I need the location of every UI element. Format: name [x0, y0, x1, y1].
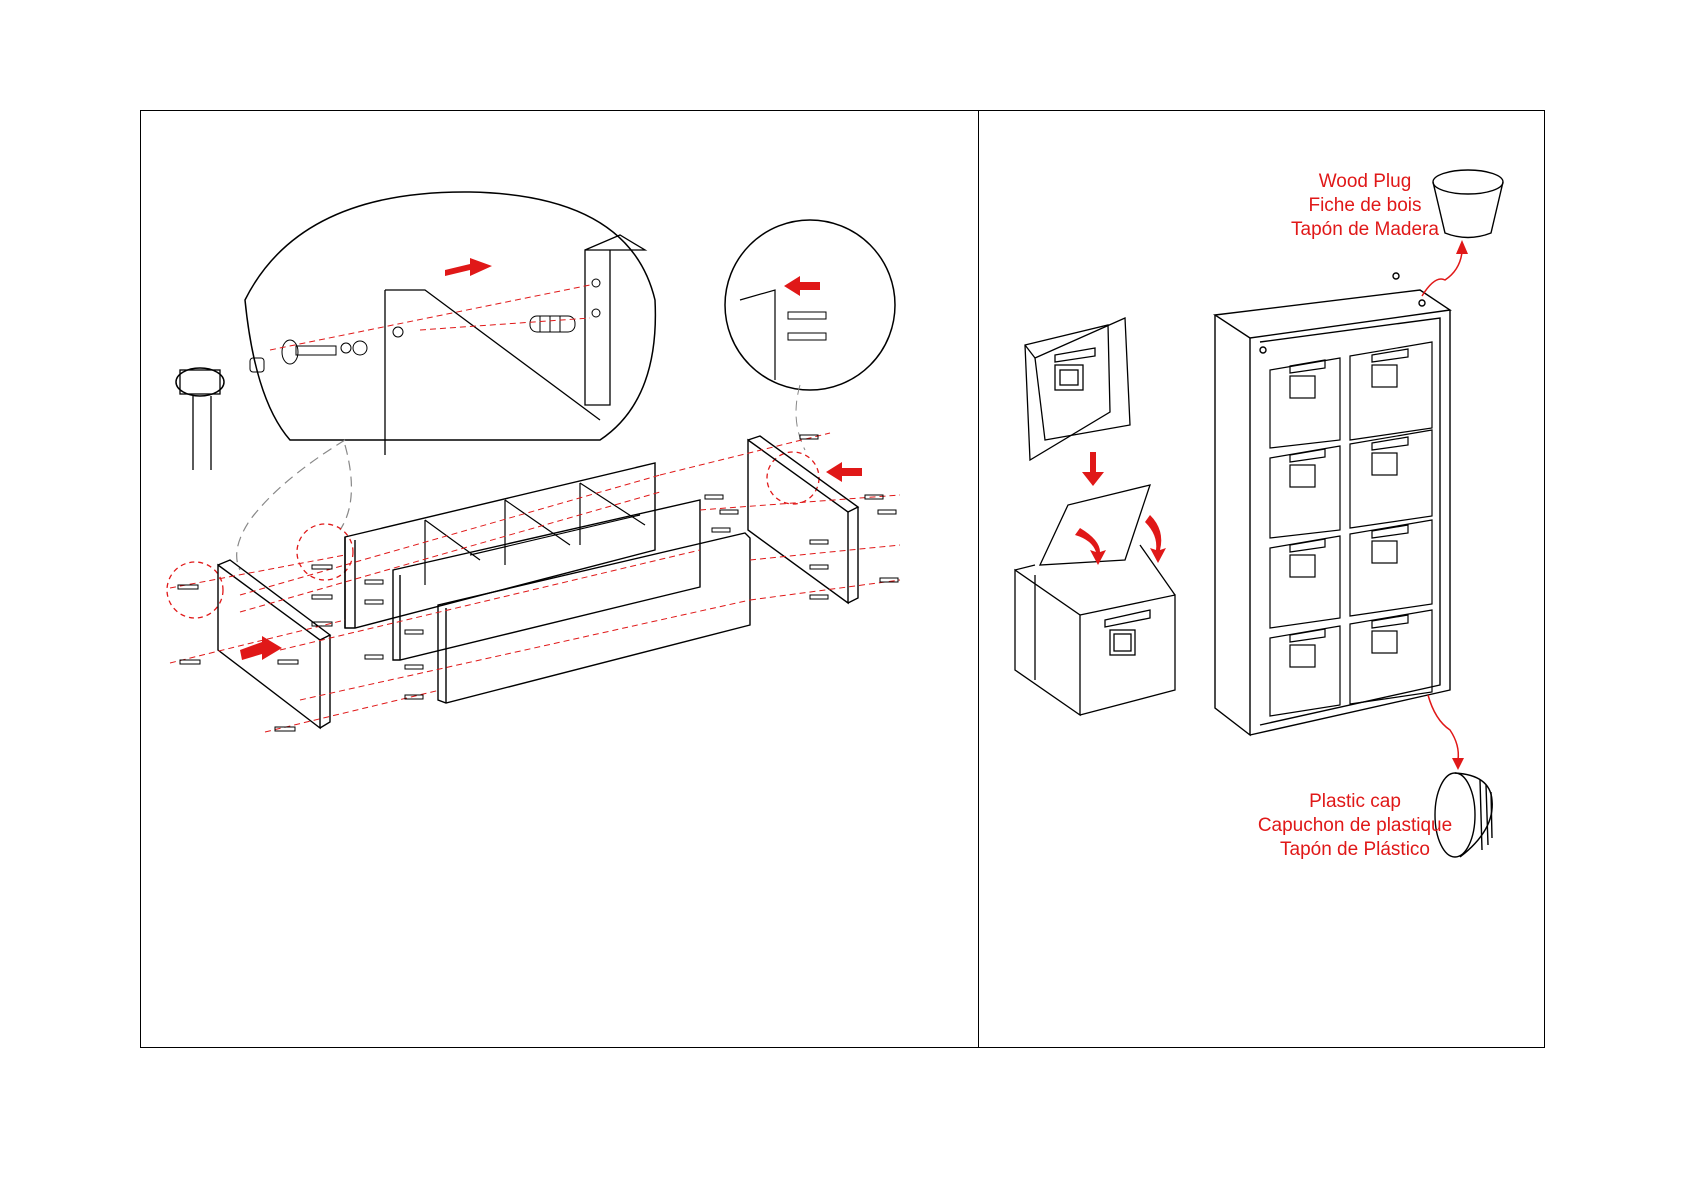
organizer-bin: [1350, 520, 1432, 616]
callout-pointer: [1428, 695, 1458, 760]
organizer-bins: [1270, 342, 1432, 716]
plastic-cap-label-en: Plastic cap: [1245, 790, 1465, 814]
wood-plug-label-en: Wood Plug: [1255, 170, 1475, 194]
callout-arrowhead: [1452, 758, 1464, 770]
direction-arrow-icon: [1082, 452, 1104, 486]
callout-pointer: [1422, 252, 1462, 296]
organizer-bin: [1270, 358, 1340, 448]
fold-arrow-icon: [1075, 515, 1166, 565]
organizer-bin: [1270, 536, 1340, 628]
wood-plug-label-fr: Fiche de bois: [1255, 194, 1475, 218]
folded-fabric-bin: [1025, 318, 1130, 460]
organizer-bin: [1270, 446, 1340, 538]
plastic-cap-label-fr: Capuchon de plastique: [1245, 814, 1465, 838]
plastic-cap-label-es: Tapón de Plástico: [1245, 838, 1465, 862]
plastic-cap-callout: Plastic cap Capuchon de plastique Tapón …: [1245, 790, 1465, 862]
wood-plug-label-es: Tapón de Madera: [1255, 218, 1475, 242]
wood-plug-callout: Wood Plug Fiche de bois Tapón de Madera: [1255, 170, 1475, 242]
organizer-bin: [1270, 626, 1340, 716]
callout-arrowhead: [1456, 240, 1468, 254]
cube-organizer: [1215, 273, 1450, 735]
organizer-bin: [1350, 430, 1432, 528]
organizer-bin: [1350, 342, 1432, 440]
